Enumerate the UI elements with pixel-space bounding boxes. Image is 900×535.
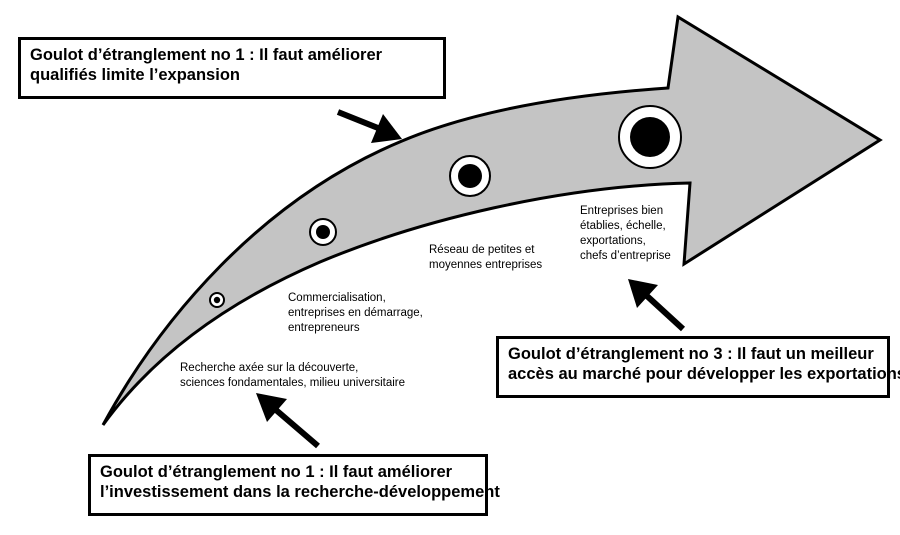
growth-arrow [101,14,883,426]
stage-1-line-2: sciences fondamentales, milieu universit… [180,377,405,389]
stage-1-label: Recherche axée sur la découverte, scienc… [180,361,405,391]
bottleneck-2-line-1: Goulot d’étranglement no 1 : Il faut amé… [30,46,383,64]
stage-dot-2 [309,218,337,246]
bottleneck-1-line-2: l’investissement dans la recherche-dével… [100,483,500,501]
stage-2-line-3: entrepreneurs [288,322,360,334]
pointer-arrow-bottleneck-1 [256,393,320,449]
stage-3-line-2: moyennes entreprises [429,259,543,271]
bottleneck-3-callout: Goulot d’étranglement no 3 : Il faut un … [496,336,900,398]
stage-2-line-1: Commercialisation, [288,292,386,304]
bottleneck-3-line-2: accès au marché pour développer les expo… [508,365,900,383]
stage-2-label: Commercialisation, entreprises en démarr… [288,291,423,336]
stage-1-line-1: Recherche axée sur la découverte, [180,362,359,374]
stage-4-line-3: exportations, [580,235,646,247]
bottleneck-2-line-2: qualifiés limite l’expansion [30,66,240,84]
bottleneck-1-line-1: Goulot d’étranglement no 1 : Il faut amé… [100,463,453,481]
pointer-arrow-bottleneck-2 [336,109,402,143]
stage-4-line-1: Entreprises bien [580,205,664,217]
bottleneck-3-line-1: Goulot d’étranglement no 3 : Il faut un … [508,345,874,363]
stage-dot-3 [449,155,491,197]
stage-4-line-2: établies, échelle, [580,220,666,232]
stage-dot-1 [209,292,225,308]
stage-4-line-4: chefs d’entreprise [580,250,671,262]
bottleneck-2-callout: Goulot d’étranglement no 1 : Il faut amé… [18,37,446,99]
pointer-arrow-bottleneck-3 [628,279,686,332]
stage-3-label: Réseau de petites et moyennes entreprise… [429,243,542,273]
stage-4-label: Entreprises bien établies, échelle, expo… [580,204,671,264]
stage-3-line-1: Réseau de petites et [429,244,535,256]
stage-dot-4 [618,105,682,169]
bottleneck-1-callout: Goulot d’étranglement no 1 : Il faut amé… [88,454,500,516]
stage-2-line-2: entreprises en démarrage, [288,307,423,319]
